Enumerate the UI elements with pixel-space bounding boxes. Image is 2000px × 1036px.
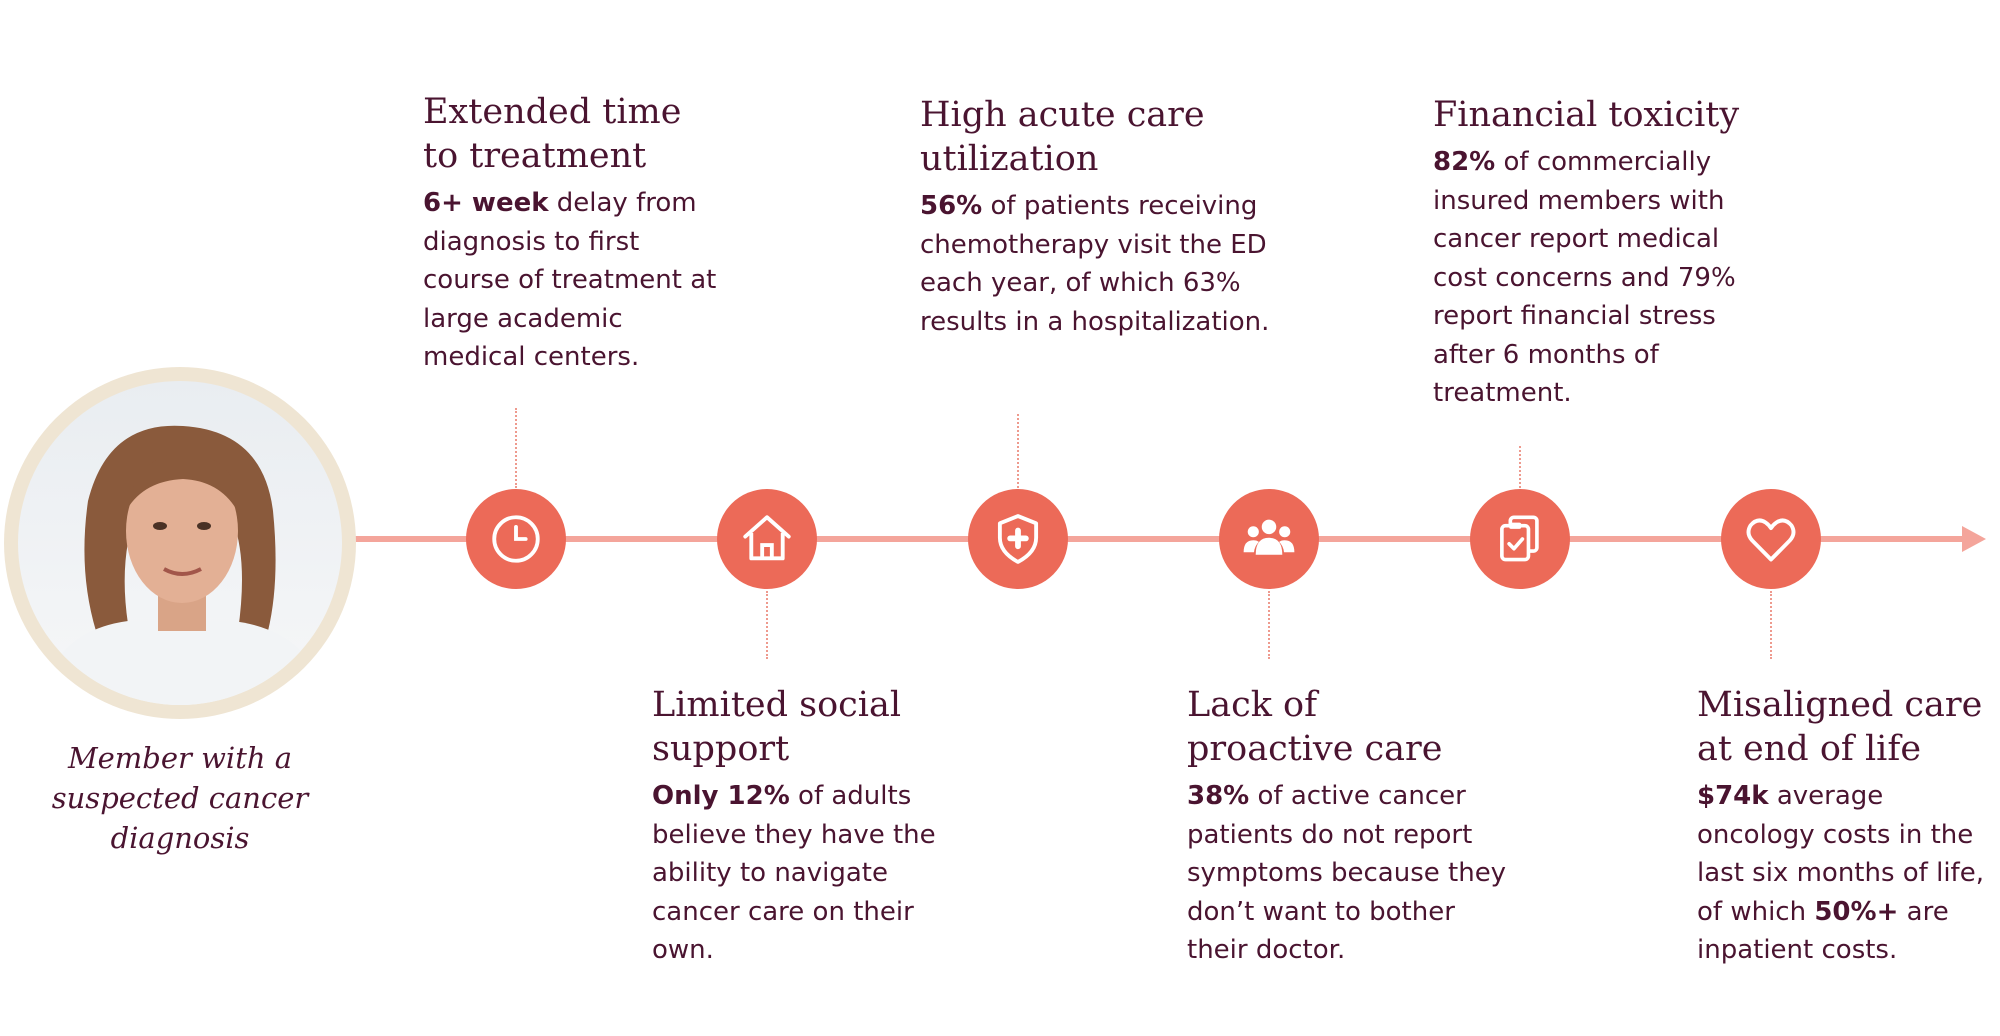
milestone-description: 56% of patients receiving chemotherapy v… xyxy=(920,187,1270,341)
highlight-stat: 6+ week xyxy=(423,188,549,218)
milestone-title: Lack of proactive care xyxy=(1187,683,1507,771)
milestone-description: 82% of commercially insured members with… xyxy=(1433,143,1763,413)
milestone-description: 38% of active cancer patients do not rep… xyxy=(1187,777,1507,970)
description-text: of commercially insured members with can… xyxy=(1433,147,1736,408)
highlight-stat: 82% xyxy=(1433,147,1496,177)
timeline-arrow-icon xyxy=(1962,526,1986,552)
connector xyxy=(515,408,517,488)
milestone-social-support: Limited social support Only 12% of adult… xyxy=(652,683,942,970)
milestone-description: Only 12% of adults believe they have the… xyxy=(652,777,942,970)
milestone-acute-care: High acute care utilization 56% of patie… xyxy=(920,93,1270,341)
clipboard-check-icon xyxy=(1500,515,1539,562)
title-line: High acute care xyxy=(920,95,1205,135)
milestone-proactive-care: Lack of proactive care 38% of active can… xyxy=(1187,683,1507,970)
connector xyxy=(1519,446,1521,488)
connector xyxy=(1268,591,1270,659)
highlight-stat: 50%+ xyxy=(1814,896,1899,927)
milestone-time-to-treatment: Extended time to treatment 6+ week delay… xyxy=(423,90,723,377)
title-line: support xyxy=(652,729,790,769)
member-portrait xyxy=(18,381,342,705)
caption-line: diagnosis xyxy=(110,821,250,855)
connector xyxy=(766,591,768,659)
title-line: to treatment xyxy=(423,136,647,176)
title-line: at end of life xyxy=(1697,729,1922,769)
milestone-end-of-life: Misaligned care at end of life $74k aver… xyxy=(1697,683,1995,970)
clock-node xyxy=(466,489,566,589)
description-text: of patients receiving chemotherapy visit… xyxy=(920,191,1270,337)
description-text: are inpatient costs. xyxy=(1697,896,1949,966)
heart-icon xyxy=(1746,518,1796,562)
highlight-stat: 56% xyxy=(920,191,983,221)
title-line: Misaligned care xyxy=(1697,685,1983,725)
milestone-title: Financial toxicity xyxy=(1433,93,1763,137)
description-text: delay from diagnosis to first course of … xyxy=(423,188,717,372)
milestone-title: Misaligned care at end of life xyxy=(1697,683,1995,771)
shield-plus-icon xyxy=(997,514,1039,564)
title-line: Lack of xyxy=(1187,685,1318,725)
title-line: Limited social xyxy=(652,685,902,725)
clock-icon xyxy=(492,515,540,563)
house-node xyxy=(717,489,817,589)
description-text: average oncology costs in the last six m… xyxy=(1697,781,1984,927)
milestone-title: High acute care utilization xyxy=(920,93,1270,181)
clipboard-node xyxy=(1470,489,1570,589)
member-caption: Member with a suspected cancer diagnosis xyxy=(30,738,330,858)
connector xyxy=(1017,414,1019,488)
description-text: of active cancer patients do not report … xyxy=(1187,781,1507,965)
house-icon xyxy=(743,515,791,561)
group-icon xyxy=(1243,519,1295,555)
milestone-title: Limited social support xyxy=(652,683,942,771)
highlight-stat: 38% xyxy=(1187,781,1250,811)
milestone-description: $74k average oncology costs in the last … xyxy=(1697,777,1995,970)
group-node xyxy=(1219,489,1319,589)
timeline-line xyxy=(345,536,1970,542)
title-line: utilization xyxy=(920,139,1099,179)
highlight-stat: Only 12% xyxy=(652,781,790,811)
caption-line: Member with a xyxy=(67,741,293,775)
highlight-stat: $74k xyxy=(1697,781,1769,811)
milestone-description: 6+ week delay from diagnosis to first co… xyxy=(423,184,723,377)
caption-line: suspected cancer xyxy=(51,781,309,815)
milestone-financial-toxicity: Financial toxicity 82% of commercially i… xyxy=(1433,93,1763,413)
member-photo-icon xyxy=(18,381,342,705)
description-text: of adults believe they have the ability … xyxy=(652,781,936,965)
milestone-title: Extended time to treatment xyxy=(423,90,723,178)
title-line: Extended time xyxy=(423,92,682,132)
shield-node xyxy=(968,489,1068,589)
connector xyxy=(1770,591,1772,659)
title-line: proactive care xyxy=(1187,729,1443,769)
title-line: Financial toxicity xyxy=(1433,95,1740,135)
heart-node xyxy=(1721,489,1821,589)
